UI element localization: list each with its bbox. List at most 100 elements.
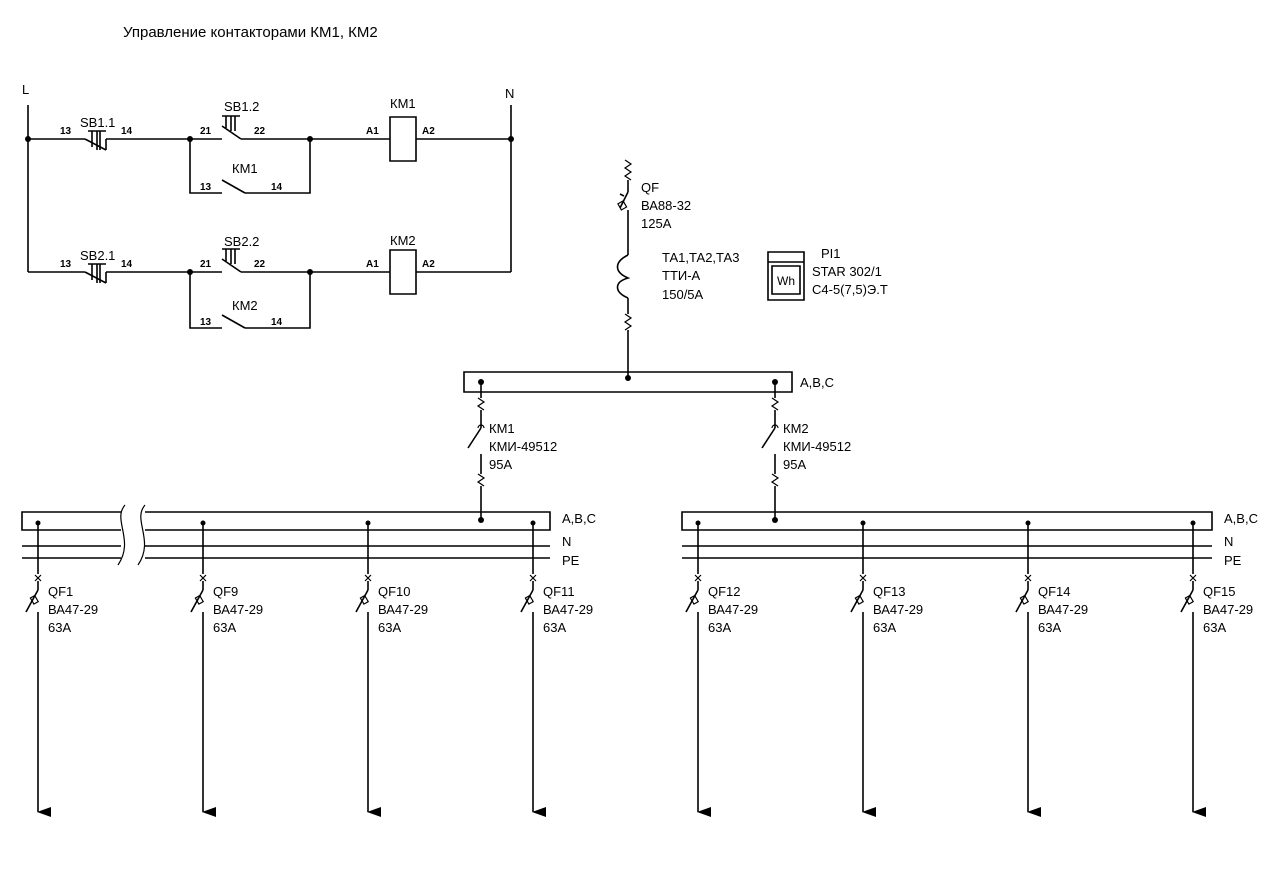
coil-km1 (390, 117, 416, 161)
terminal-13: 13 (60, 126, 72, 137)
feeder-rating: 63А (48, 620, 71, 635)
breaker-latch-icon (690, 596, 698, 605)
breaker-cross-icon (1025, 575, 1031, 581)
left-phase-busbar (22, 512, 550, 530)
terminal-a1: A1 (366, 259, 379, 270)
breaker-latch-icon (1020, 596, 1028, 605)
right-bus-n-label: N (1224, 534, 1233, 549)
line-label: L (22, 82, 29, 97)
meter-name: PI1 (821, 246, 841, 261)
control-circuit: L N (22, 82, 514, 328)
ct-ratio: 150/5А (662, 287, 704, 302)
contactor-km2: КМ2 КМИ-49512 95А (762, 379, 851, 523)
breaker-cross-icon (530, 575, 536, 581)
start-button-sb2-2 (190, 249, 310, 272)
breaker-latch-icon (1185, 596, 1193, 605)
hold-contact-km1 (190, 139, 310, 193)
main-busbar (464, 372, 792, 392)
feeder-rating: 63А (708, 620, 731, 635)
feeder-rating: 63А (1038, 620, 1061, 635)
terminal-21: 21 (200, 259, 212, 270)
feeder-model: ВА47-29 (1203, 602, 1253, 617)
km1-rating: 95А (489, 457, 512, 472)
coil-km2 (390, 250, 416, 294)
terminal-a2: A2 (422, 259, 435, 270)
terminal-a1: A1 (366, 126, 379, 137)
terminal-13: 13 (200, 182, 212, 193)
terminal-22: 22 (254, 259, 266, 270)
main-bus-label: A,B,C (800, 375, 834, 390)
feeder-rating: 63А (873, 620, 896, 635)
breaker-cross-icon (860, 575, 866, 581)
bus-break-icon (118, 505, 145, 565)
feeder-name: QF15 (1203, 584, 1236, 599)
sb2-2-label: SB2.2 (224, 234, 259, 249)
feeder-model: ВА47-29 (873, 602, 923, 617)
km2-rating: 95А (783, 457, 806, 472)
diagram-title: Управление контакторами КМ1, КМ2 (123, 24, 378, 41)
left-distribution-bus: A,B,C N PE (22, 505, 596, 568)
hold-km1-label: КМ1 (232, 161, 258, 176)
feeder-rating: 63А (378, 620, 401, 635)
stop-button-sb1-1 (85, 131, 106, 150)
feeder-rating: 63А (543, 620, 566, 635)
breaker-latch-icon (525, 596, 533, 605)
terminal-14: 14 (121, 259, 133, 270)
hold-km2-label: КМ2 (232, 298, 258, 313)
feeder-model: ВА47-29 (213, 602, 263, 617)
feeder-name: QF11 (543, 584, 575, 599)
input-section: QF ВА88-32 125А ТА1,ТА2,ТА3 ТТИ-А 150/5А… (464, 160, 888, 392)
feeder-model: ВА47-29 (708, 602, 758, 617)
start-button-sb1-2 (190, 116, 310, 139)
ct-model: ТТИ-А (662, 268, 701, 283)
current-transformer-icon (618, 255, 629, 298)
drawout-contact-icon (772, 474, 778, 486)
wh-meter-icon (772, 266, 800, 294)
hold-contact-km2 (190, 272, 310, 328)
breaker-cross-icon (695, 575, 701, 581)
left-bus-phases-label: A,B,C (562, 511, 596, 526)
input-breaker-qf (618, 192, 628, 255)
terminal-14: 14 (271, 317, 283, 328)
control-row-km2: SB2.1 SB2.2 КМ2 КМ2 13 14 21 22 A1 A2 13… (28, 233, 511, 328)
terminal-a2: A2 (422, 126, 435, 137)
feeder-name: QF10 (378, 584, 411, 599)
feeder-name: QF12 (708, 584, 741, 599)
right-bus-pe-label: PE (1224, 553, 1242, 568)
qf-rating: 125А (641, 216, 672, 231)
feeder-name: QF1 (48, 584, 73, 599)
contactor-km1: КМ1 КМИ-49512 95А (468, 379, 557, 523)
terminal-14: 14 (271, 182, 283, 193)
ct-name: ТА1,ТА2,ТА3 (662, 250, 739, 265)
breaker-latch-icon (360, 596, 368, 605)
qf-model: ВА88-32 (641, 198, 691, 213)
feeder-rating: 63А (1203, 620, 1226, 635)
neutral-label: N (505, 86, 514, 101)
drawout-contact-icon (478, 474, 484, 486)
breaker-cross-icon (35, 575, 41, 581)
feeder-model: ВА47-29 (1038, 602, 1088, 617)
meter-spec: С4-5(7,5)Э.Т (812, 282, 888, 297)
qf-name: QF (641, 180, 659, 195)
energy-meter: Wh (768, 252, 804, 300)
right-bus-phases-label: A,B,C (1224, 511, 1258, 526)
feeder-model: ВА47-29 (378, 602, 428, 617)
stop-button-sb2-1 (85, 264, 106, 283)
terminal-14: 14 (121, 126, 133, 137)
coil-km1-label: КМ1 (390, 96, 416, 111)
right-distribution-bus: A,B,C N PE (682, 511, 1258, 568)
km1-model: КМИ-49512 (489, 439, 557, 454)
feeder-model: ВА47-29 (48, 602, 98, 617)
left-bus-n-label: N (562, 534, 571, 549)
terminal-13: 13 (60, 259, 72, 270)
meter-model: STAR 302/1 (812, 264, 882, 279)
